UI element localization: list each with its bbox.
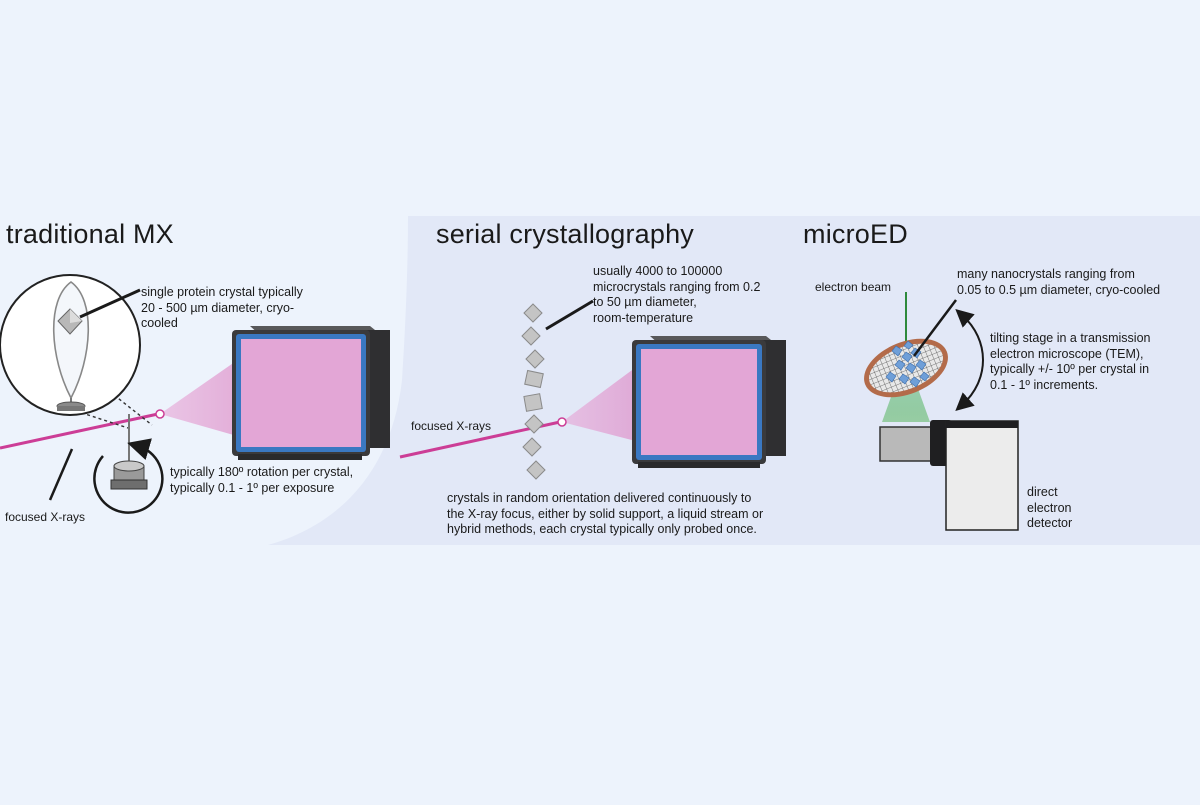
microed-title: microED (803, 219, 908, 249)
crystal-stream (521, 303, 546, 480)
rotation-arrow (93, 438, 164, 514)
detector-label: direct electron detector (1027, 485, 1073, 530)
zoom-line (69, 408, 129, 429)
traditional-mx-graphic (0, 274, 390, 514)
electron-beam-label: electron beam (815, 280, 892, 294)
crystal-size-note: single protein crystal typically 20 - 50… (141, 285, 303, 330)
zoom-line (99, 383, 153, 426)
beam-focus-spot (557, 417, 567, 427)
xray-beam-line (0, 412, 159, 450)
beam-focus-spot (155, 409, 165, 419)
serial-crystallography-title: serial crystallography (436, 219, 694, 249)
loop-base (57, 406, 85, 411)
microcrystal (521, 326, 541, 346)
microcrystals-note: usually 4000 to 100000 microcrystals ran… (593, 264, 761, 325)
rotation-note: typically 180º rotation per crystal, typ… (170, 465, 354, 495)
tilting-stage-note: tilting stage in a transmission electron… (990, 331, 1151, 392)
tilt-arrow (955, 309, 984, 411)
crystals-pointer (545, 299, 594, 331)
microcrystal (526, 460, 546, 480)
microcrystal (525, 349, 545, 369)
crystal-pointer (79, 288, 141, 319)
nanocrystal-pointer (913, 299, 957, 357)
nanocrystals-note: many nanocrystals ranging from 0.05 to 0… (957, 267, 1161, 297)
microcrystal (522, 437, 542, 457)
crystal-delivery-note: crystals in random orientation delivered… (447, 491, 764, 536)
microcrystal (524, 369, 544, 389)
serial-crystallography-graphic (399, 299, 786, 480)
focused-xrays-label: focused X-rays (5, 510, 86, 524)
microed-graphic (864, 292, 1019, 531)
detector (632, 336, 786, 468)
beam-pointer (48, 448, 74, 501)
microcrystal (523, 393, 543, 412)
goniometer-base (110, 460, 148, 490)
detector (232, 326, 390, 460)
crystal-loop (52, 281, 90, 400)
microcrystal (523, 303, 543, 323)
focused-xrays-label: focused X-rays (411, 419, 492, 433)
electron-detector (879, 420, 1019, 531)
protein-crystal-face (70, 309, 82, 323)
microcrystal (524, 414, 544, 434)
traditional-mx-title: traditional MX (6, 219, 174, 249)
electron-diffraction-cone (882, 372, 930, 422)
